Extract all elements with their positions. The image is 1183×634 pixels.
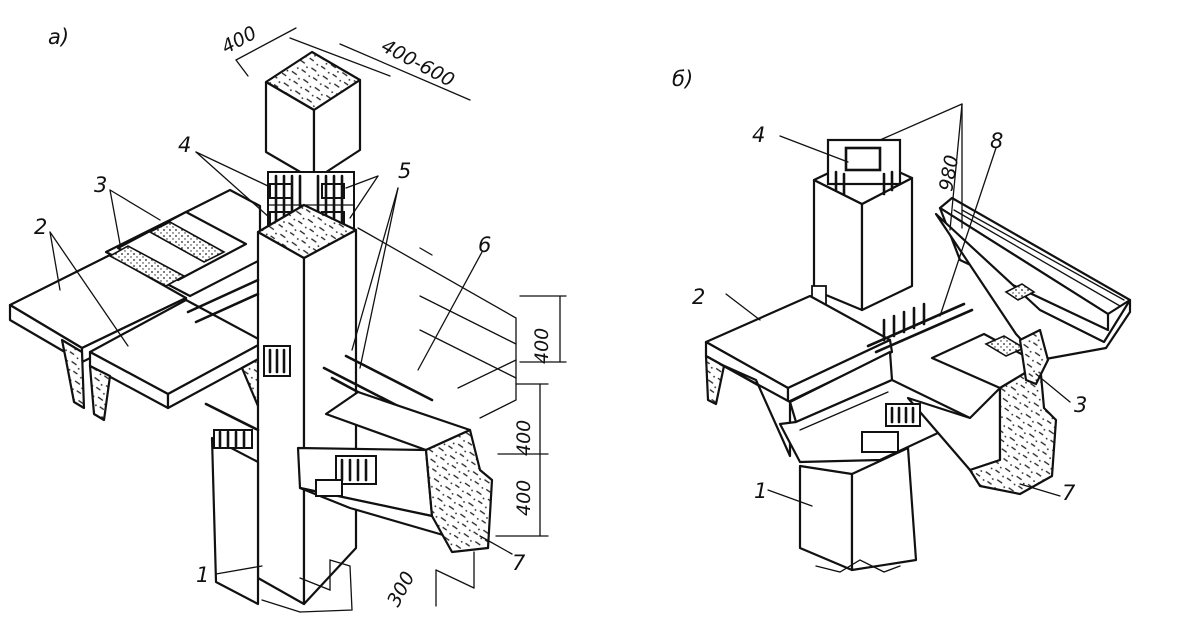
panel-a-letter: а) — [48, 25, 69, 49]
label-7-b: 7 — [1062, 481, 1076, 505]
label-1-b: 1 — [754, 479, 767, 503]
panel-a: а) 1 2 3 4 5 6 7 400 400-600 400 400 400… — [8, 22, 567, 613]
lower-column-b — [798, 446, 918, 573]
crossbar-b — [861, 332, 1058, 496]
dim-col-width: 400 — [218, 22, 260, 58]
panel-b-letter: б) — [672, 67, 693, 91]
connection-bars-b — [866, 302, 974, 354]
label-8-b: 8 — [990, 129, 1003, 153]
dimension-lines-b — [725, 103, 1071, 507]
label-6-a: 6 — [478, 233, 491, 257]
label-1-a: 1 — [196, 563, 209, 587]
dimension-lines-a — [235, 27, 567, 607]
dim-300: 300 — [383, 568, 419, 610]
dim-col-depth: 400-600 — [378, 35, 458, 92]
label-5-a: 5 — [398, 159, 411, 183]
dim-400-mid: 400 — [513, 420, 535, 456]
beam-b — [934, 196, 1132, 386]
lower-column-a — [210, 203, 358, 613]
floor-slabs-a — [8, 188, 268, 422]
label-4-b: 4 — [752, 123, 765, 147]
crossbar-a — [296, 390, 494, 554]
column-b — [811, 138, 914, 312]
upper-column-a — [264, 50, 362, 182]
floor-slab-b — [704, 294, 972, 464]
label-2-a: 2 — [34, 215, 47, 239]
label-2-b: 2 — [692, 285, 705, 309]
label-3-b: 3 — [1074, 393, 1087, 417]
label-3-a: 3 — [94, 173, 107, 197]
dim-400-top: 400 — [531, 328, 553, 364]
dim-980: 980 — [935, 153, 963, 193]
floor-plane-a — [357, 227, 517, 419]
label-4-a: 4 — [178, 133, 191, 157]
label-7-a: 7 — [512, 551, 526, 575]
dim-400-low: 400 — [513, 480, 535, 516]
leader-lines-a — [49, 151, 513, 575]
panel-b: б) 1 2 3 4 7 8 980 — [672, 67, 1132, 573]
